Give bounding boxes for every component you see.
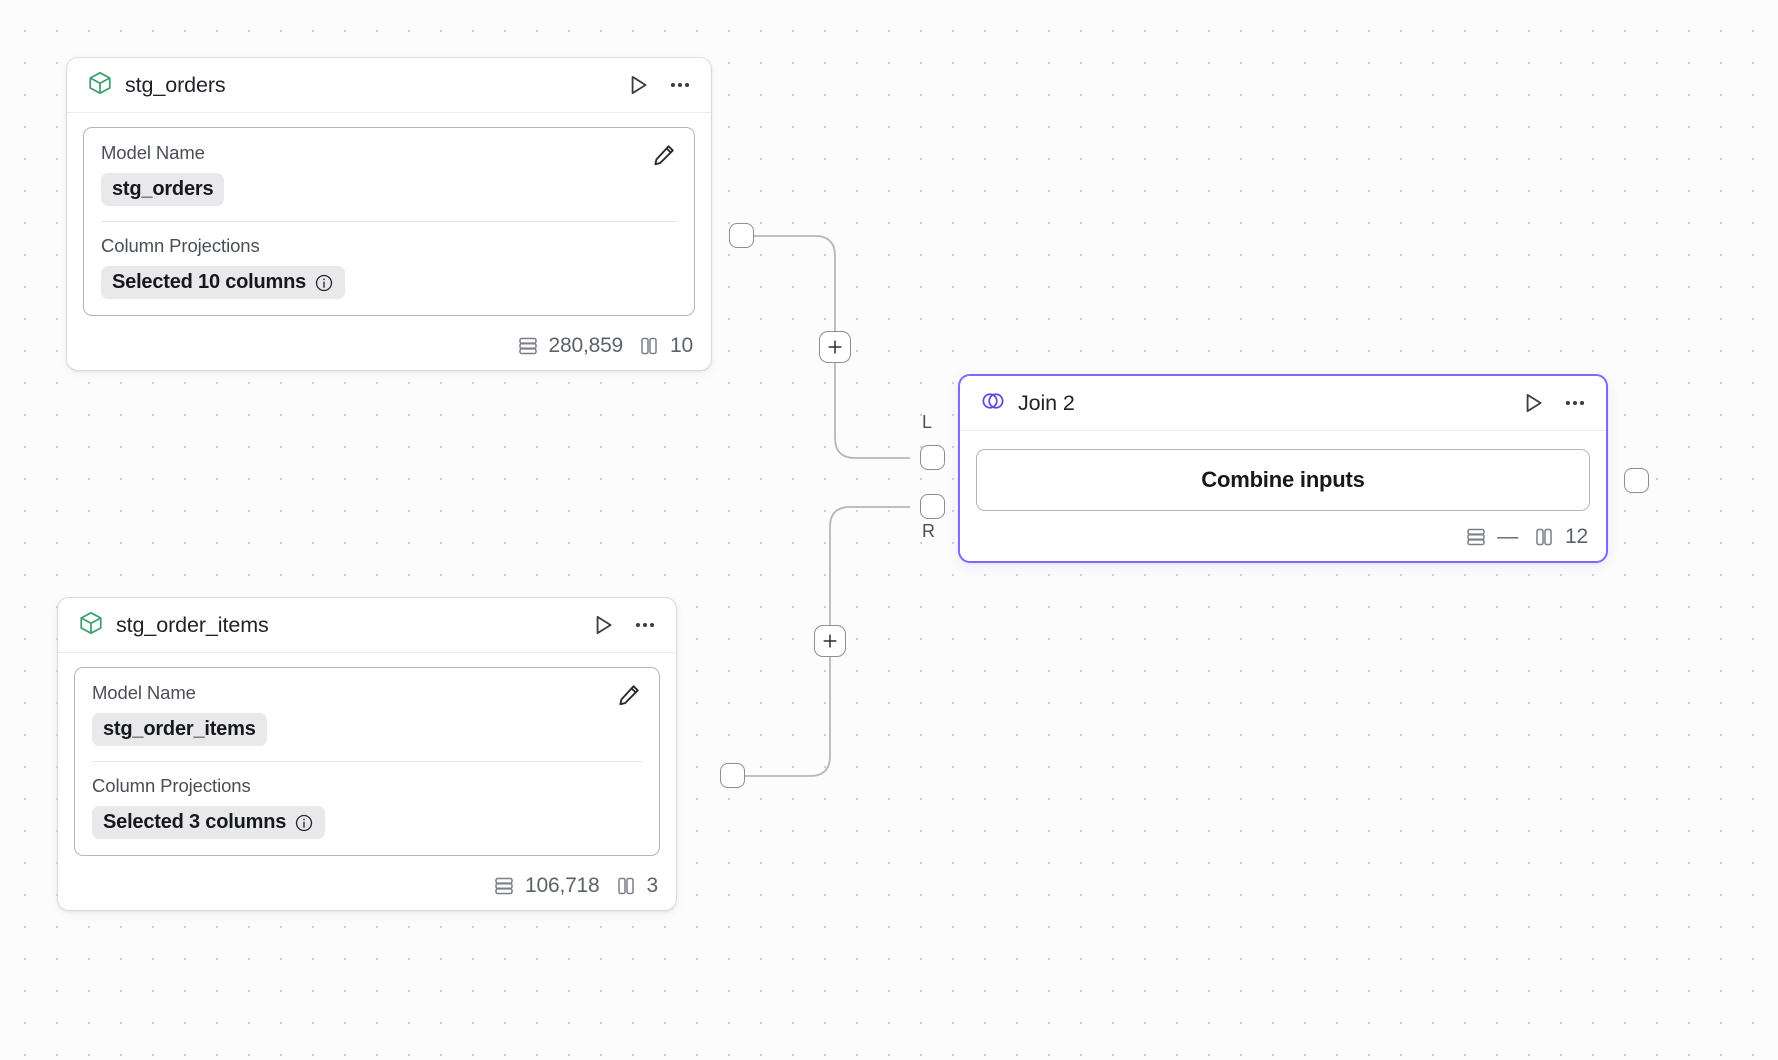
node-title: stg_order_items [116, 612, 269, 637]
rows-stat: — [1464, 525, 1518, 549]
config-panel: Model Name stg_orders Column Projections… [83, 127, 695, 316]
rows-value: 280,859 [548, 334, 624, 357]
column-projections-label: Column Projections [92, 775, 251, 796]
rows-icon [1464, 525, 1488, 549]
rows-value: 106,718 [525, 874, 600, 897]
columns-stat: 12 [1532, 525, 1588, 549]
rows-icon [492, 874, 516, 898]
info-icon[interactable] [294, 813, 314, 833]
column-projections-value: Selected 3 columns [103, 811, 287, 833]
column-projections-label: Column Projections [101, 235, 260, 256]
node-footer: 280,859 10 [67, 326, 711, 370]
columns-icon [1532, 525, 1556, 549]
info-icon[interactable] [314, 273, 334, 293]
node-header: stg_orders [67, 58, 711, 113]
output-port-stg-orders[interactable] [729, 223, 754, 248]
model-name-chip[interactable]: stg_orders [101, 173, 225, 206]
model-name-label: Model Name [92, 682, 196, 703]
model-name-label: Model Name [101, 142, 205, 163]
node-body: Model Name stg_orders Column Projections… [67, 113, 711, 326]
play-icon[interactable] [590, 612, 616, 638]
columns-value: 12 [1565, 525, 1588, 548]
node-header: stg_order_items [58, 598, 676, 653]
node-title: stg_orders [125, 72, 226, 97]
column-projections-chip[interactable]: Selected 10 columns [101, 266, 346, 299]
node-title: Join 2 [1018, 390, 1075, 415]
more-options-icon[interactable] [1562, 390, 1588, 416]
pencil-icon[interactable] [651, 142, 677, 168]
columns-stat: 10 [637, 334, 693, 358]
columns-value: 3 [646, 874, 659, 897]
node-body: Combine inputs [960, 431, 1606, 517]
node-footer: — 12 [960, 517, 1606, 561]
output-port-join-2[interactable] [1624, 468, 1649, 493]
node-header: Join 2 [960, 376, 1606, 431]
node-join-2[interactable]: Join 2 Combine inputs [958, 374, 1608, 563]
rows-stat: 106,718 [492, 874, 600, 898]
input-port-right[interactable] [920, 494, 945, 519]
more-options-icon[interactable] [667, 72, 693, 98]
columns-stat: 3 [614, 874, 658, 898]
columns-value: 10 [670, 334, 693, 357]
column-projections-value: Selected 10 columns [112, 271, 307, 293]
node-footer: 106,718 3 [58, 866, 676, 910]
cube-icon [87, 70, 113, 101]
output-port-stg-order-items[interactable] [720, 763, 745, 788]
model-name-chip[interactable]: stg_order_items [92, 713, 267, 746]
more-options-icon[interactable] [632, 612, 658, 638]
input-port-left-label: L [922, 412, 933, 432]
cube-icon [78, 610, 104, 641]
columns-icon [614, 874, 638, 898]
config-panel: Model Name stg_order_items Column Projec… [74, 667, 660, 856]
panel-divider [101, 221, 677, 222]
rows-stat: 280,859 [516, 334, 624, 358]
play-icon[interactable] [625, 72, 651, 98]
panel-divider [92, 761, 642, 762]
columns-icon [637, 334, 661, 358]
pencil-icon[interactable] [616, 682, 642, 708]
node-stg-order-items[interactable]: stg_order_items [57, 597, 677, 911]
input-port-right-label: R [922, 521, 936, 541]
add-node-on-edge-button-bottom[interactable] [814, 625, 846, 657]
add-node-on-edge-button-top[interactable] [819, 331, 851, 363]
input-port-left[interactable] [920, 445, 945, 470]
combine-inputs-button[interactable]: Combine inputs [976, 449, 1590, 511]
rows-value: — [1497, 525, 1519, 548]
node-body: Model Name stg_order_items Column Projec… [58, 653, 676, 866]
rows-icon [516, 334, 540, 358]
play-icon[interactable] [1520, 390, 1546, 416]
column-projections-chip[interactable]: Selected 3 columns [92, 806, 326, 839]
venn-join-icon [980, 388, 1006, 419]
node-stg-orders[interactable]: stg_orders [66, 57, 712, 371]
